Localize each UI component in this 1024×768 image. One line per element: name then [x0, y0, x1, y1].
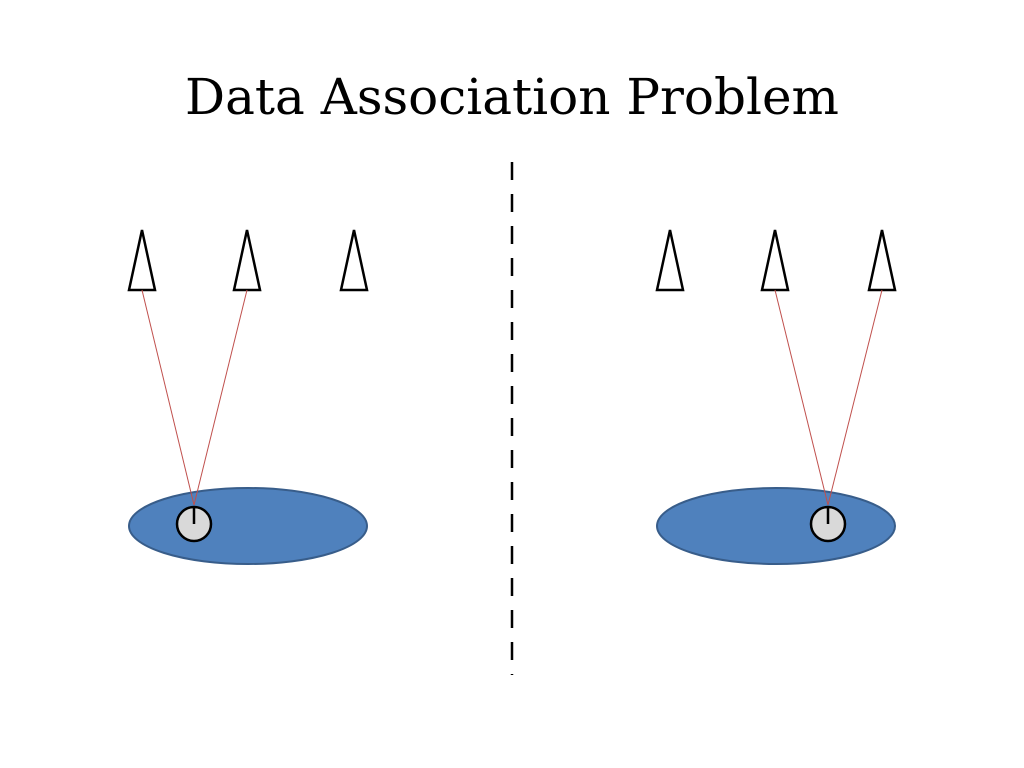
- robot-uncertainty-ellipse: [656, 487, 896, 565]
- landmark-1: [655, 229, 685, 292]
- landmark-1: [127, 229, 157, 292]
- measurement-line-to-landmark-2: [193, 289, 248, 506]
- right-panel: [655, 229, 897, 565]
- landmark-2: [232, 229, 262, 292]
- left-panel: [127, 229, 369, 565]
- robot-uncertainty-ellipse: [128, 487, 368, 565]
- measurement-line-to-landmark-2: [774, 289, 829, 506]
- landmark-3: [867, 229, 897, 292]
- slide-title: Data Association Problem: [185, 68, 839, 126]
- landmark-3: [339, 229, 369, 292]
- landmark-2: [760, 229, 790, 292]
- measurement-line-to-landmark-3: [827, 289, 883, 506]
- measurement-line-to-landmark-1: [141, 289, 195, 506]
